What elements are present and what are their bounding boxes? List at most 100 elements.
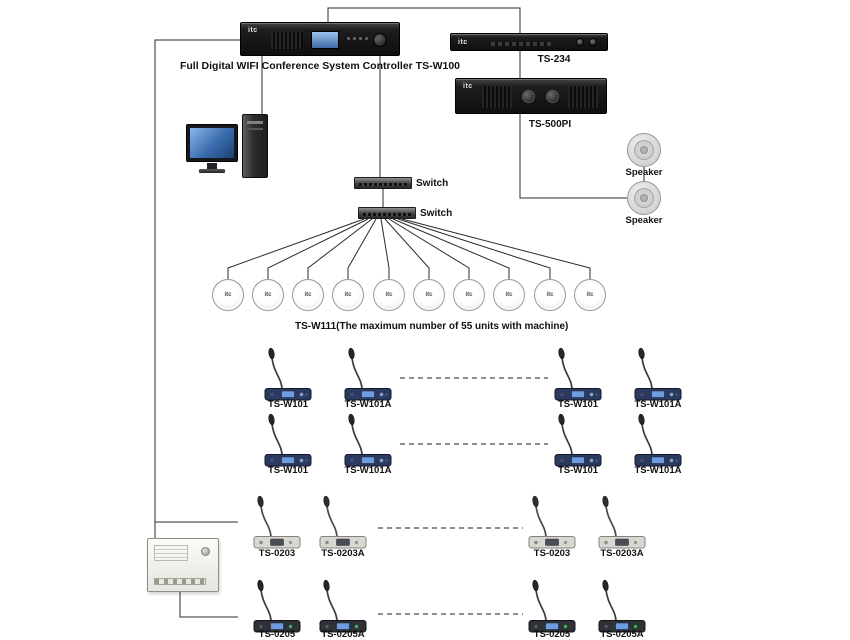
itc-logo: itc: [304, 292, 312, 298]
mic-ts-w101: [550, 344, 606, 402]
vent-grille: [482, 86, 512, 108]
ap-unit-ts-w111: itc: [373, 279, 405, 311]
mic-label: TS-W101: [267, 399, 309, 410]
microphone-icon: [264, 412, 312, 467]
ap-row-caption: TS-W111(The maximum number of 55 units w…: [295, 321, 569, 332]
ap-unit-ts-w111: itc: [493, 279, 525, 311]
speaker-label: Speaker: [625, 215, 663, 226]
microphone-icon: [554, 346, 602, 401]
mic-ts-w101a: [340, 344, 396, 402]
mic-ts-0203a: [315, 492, 371, 550]
terminal-ports: [154, 578, 206, 585]
ap-unit-ts-w111: itc: [574, 279, 606, 311]
mic-label: TS-W101A: [634, 399, 682, 410]
rack-ts-500pi: itc: [455, 78, 607, 114]
mic-ts-0205a: [594, 576, 650, 634]
microphone-icon: [344, 412, 392, 467]
ts-234-label: TS-234: [537, 54, 571, 65]
microphone-icon: [554, 412, 602, 467]
mic-label: TS-W101: [557, 399, 599, 410]
monitor-screen: [190, 128, 234, 158]
speaker-label: Speaker: [625, 167, 663, 178]
controller-caption: Full Digital WIFI Conference System Cont…: [179, 60, 461, 72]
vent-grille: [271, 32, 303, 49]
itc-logo: itc: [458, 39, 468, 46]
ts-500pi-label: TS-500PI: [528, 119, 572, 130]
ap-unit-ts-w111: itc: [413, 279, 445, 311]
microphone-icon: [634, 412, 682, 467]
mic-label: TS-W101: [267, 465, 309, 476]
microphone-icon: [319, 578, 367, 633]
itc-logo: itc: [586, 292, 594, 298]
label-sticker: [154, 545, 188, 561]
itc-logo: itc: [463, 83, 473, 90]
switch-label: Switch: [420, 208, 453, 219]
computer-tower: [242, 114, 268, 178]
mic-ts-w101: [550, 410, 606, 468]
ap-unit-ts-w111: itc: [212, 279, 244, 311]
ap-unit-ts-w111: itc: [332, 279, 364, 311]
ap-unit-ts-w111: itc: [292, 279, 324, 311]
monitor-base: [199, 169, 225, 173]
mic-ts-w101a: [630, 410, 686, 468]
power-extension-box: [147, 538, 219, 592]
mic-ts-0203: [249, 492, 305, 550]
mic-ts-w101: [260, 410, 316, 468]
mic-ts-w101a: [630, 344, 686, 402]
ap-unit-ts-w111: itc: [534, 279, 566, 311]
itc-logo: itc: [264, 292, 272, 298]
itc-logo: itc: [248, 27, 258, 34]
mic-ts-0203: [524, 492, 580, 550]
rack-ts-234: itc: [450, 33, 608, 51]
itc-logo: itc: [465, 292, 473, 298]
microphone-icon: [264, 346, 312, 401]
mic-ts-0205a: [315, 576, 371, 634]
microphone-icon: [598, 494, 646, 549]
controller-screen: [311, 31, 339, 49]
switch-label: Switch: [416, 178, 449, 189]
rack-ports: [491, 42, 551, 46]
microphone-icon: [528, 578, 576, 633]
itc-logo: itc: [344, 292, 352, 298]
microphone-icon: [319, 494, 367, 549]
microphone-icon: [253, 578, 301, 633]
mic-label: TS-W101A: [344, 465, 392, 476]
itc-logo: itc: [546, 292, 554, 298]
amp-knob: [546, 90, 559, 103]
mic-label: TS-0205: [258, 629, 296, 640]
mic-label: TS-0203A: [600, 548, 644, 559]
mic-label: TS-W101A: [344, 399, 392, 410]
mic-ts-0205: [524, 576, 580, 634]
network-switch-2: [358, 207, 416, 219]
mic-label: TS-W101A: [634, 465, 682, 476]
microphone-icon: [253, 494, 301, 549]
microphone-icon: [528, 494, 576, 549]
vent-grille: [568, 86, 598, 108]
microphone-icon: [634, 346, 682, 401]
mic-label: TS-0205A: [600, 629, 644, 640]
controller-buttons: [347, 37, 368, 40]
controller-ts-w100: itc: [240, 22, 400, 56]
mic-label: TS-0203A: [321, 548, 365, 559]
ap-unit-ts-w111: itc: [252, 279, 284, 311]
controller-knob: [373, 33, 387, 47]
itc-logo: itc: [505, 292, 513, 298]
computer-monitor: [186, 124, 238, 162]
monitor-stand: [207, 163, 217, 169]
itc-logo: itc: [385, 292, 393, 298]
mic-ts-w101: [260, 344, 316, 402]
mic-ts-w101a: [340, 410, 396, 468]
mic-label: TS-0205: [533, 629, 571, 640]
mic-label: TS-0203: [533, 548, 571, 559]
mic-ts-0203a: [594, 492, 650, 550]
mic-label: TS-0203: [258, 548, 296, 559]
mic-label: TS-W101: [557, 465, 599, 476]
speaker-icon: [627, 181, 661, 215]
ap-unit-ts-w111: itc: [453, 279, 485, 311]
mic-ts-0205: [249, 576, 305, 634]
microphone-icon: [344, 346, 392, 401]
amp-knob: [522, 90, 535, 103]
rack-knobs: [576, 38, 597, 46]
